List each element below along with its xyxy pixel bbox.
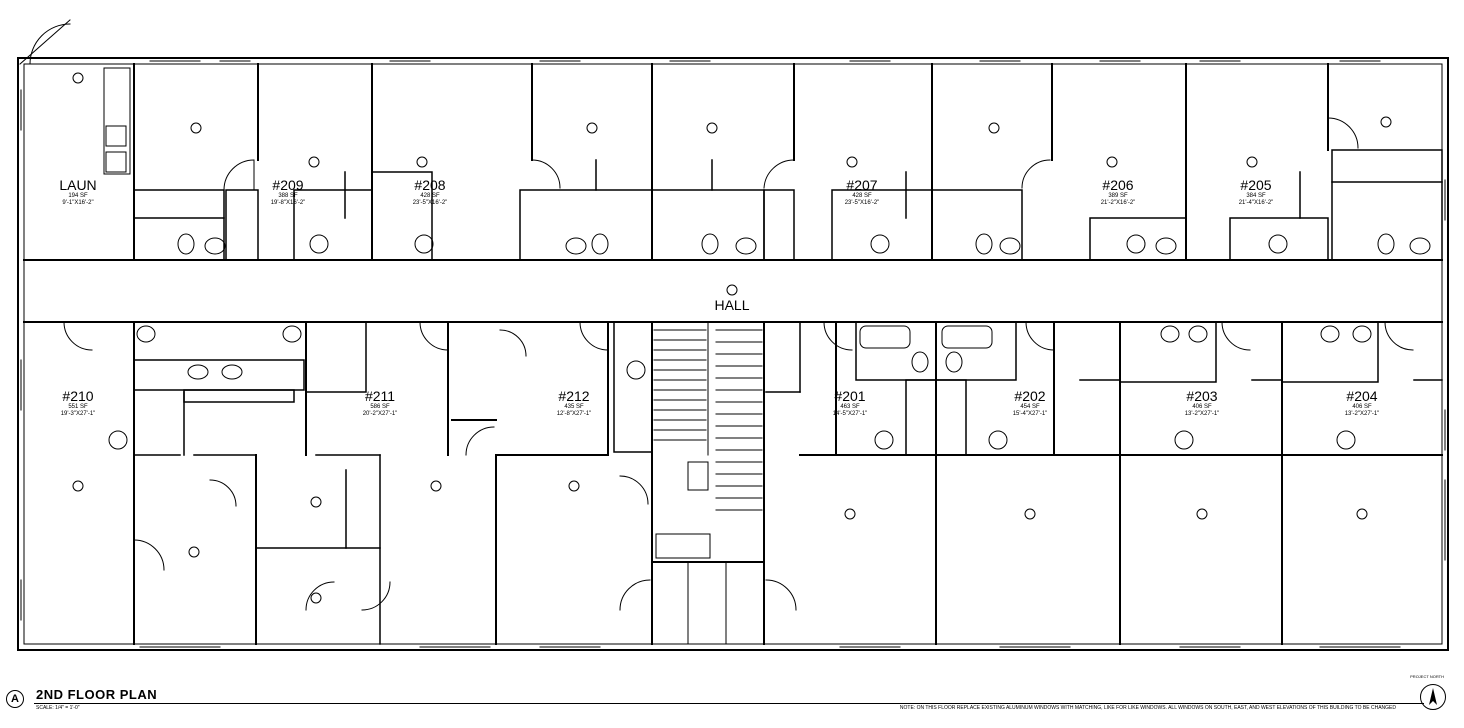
detail-badge: A [6,690,24,708]
drawing-title: 2ND FLOOR PLAN [36,687,158,702]
room-label-210: #210 551 SF 19'-3"X27'-1" [60,388,96,418]
window-marks [20,60,1446,648]
south-partitions [133,321,1443,645]
north-partitions [133,63,1329,261]
window-note: NOTE: ON THIS FLOOR REPLACE EXISTING ALU… [899,705,1396,711]
room-label-211: #211 586 SF 20'-2"X27'-1" [362,388,398,418]
laundry-fixtures [19,19,131,175]
room-label-202: #202 454 SF 15'-4"X27'-1" [1012,388,1048,418]
bath-fixtures [108,233,1431,450]
south-inner-walls [133,321,1443,645]
room-label-212: #212 435 SF 12'-8"X27'-1" [556,388,592,418]
outer-wall-inner [23,63,1443,645]
room-label-laun: LAUN 194 SF 9'-1"X16'-2" [59,177,97,207]
hall-label: HALL [714,297,750,313]
room-label-207: #207 428 SF 23'-5"X16'-2" [844,177,880,207]
title-rule [34,703,1424,704]
room-label-206: #206 389 SF 21'-2"X16'-2" [1100,177,1136,207]
north-arrow-icon [1420,684,1446,710]
title-block: A 2ND FLOOR PLAN SCALE: 1/4" = 1'-0" NOT… [6,674,1456,722]
stair [651,321,765,645]
south-bath-blocks [133,321,1379,456]
north-label: PROJECT NORTH [1410,674,1444,679]
detector-symbols [72,72,1392,604]
room-label-205: #205 384 SF 21'-4"X16'-2" [1238,177,1274,207]
scale-text: SCALE: 1/4" = 1'-0" [36,705,80,711]
room-label-208: #208 428 SF 23'-5"X16'-2" [412,177,448,207]
outer-wall-outer [17,57,1449,651]
room-label-203: #203 406 SF 13'-2"X27'-1" [1184,388,1220,418]
room-label-204: #204 406 SF 13'-2"X27'-1" [1344,388,1380,418]
room-label-201: #201 463 SF 14'-5"X27'-1" [832,388,868,418]
north-bath-blocks [133,149,1443,261]
room-label-209: #209 388 SF 19'-8"X16'-2" [270,177,306,207]
door-swings [63,117,1414,611]
